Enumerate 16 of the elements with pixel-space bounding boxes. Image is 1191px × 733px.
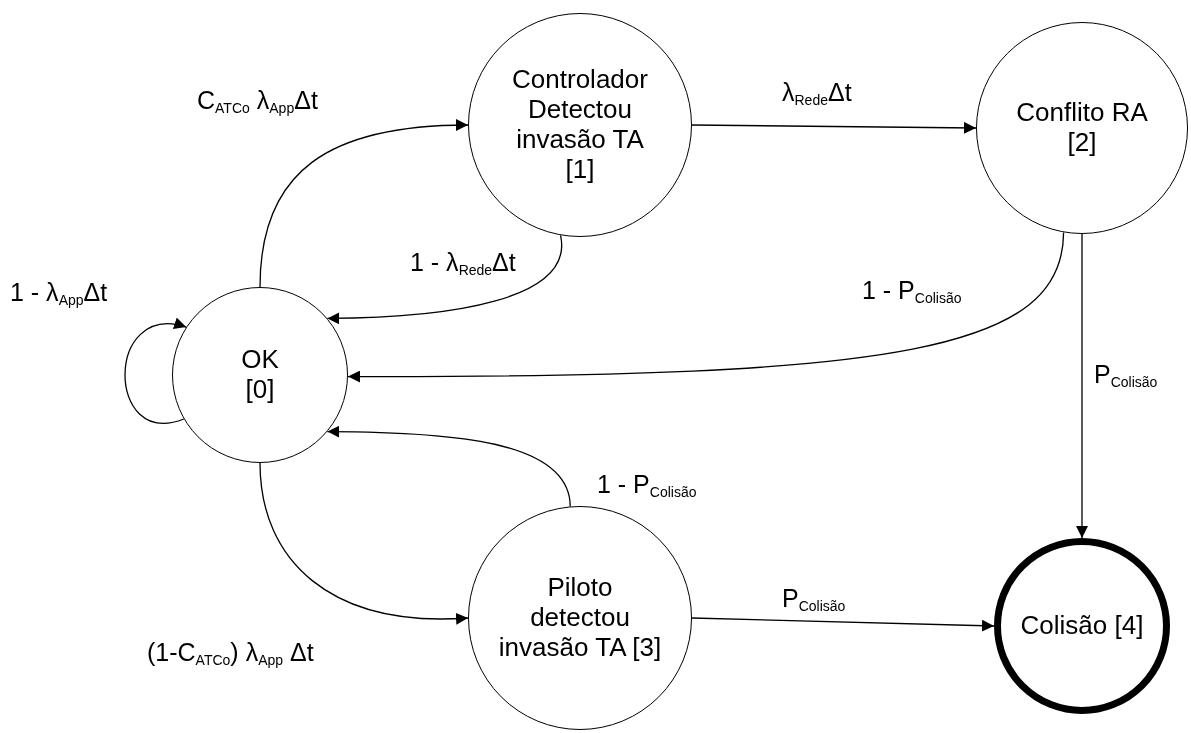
arrow: [1076, 233, 1088, 539]
state-label: Colisão [4]: [1019, 611, 1145, 641]
arrow: [259, 462, 469, 625]
edge-label: 1 - λ$_{Rede}$Δt: [408, 250, 518, 275]
arrow: [691, 121, 977, 134]
state-label: OK [0]: [240, 345, 280, 405]
edge-label: 1 - P$_{Colisão}$: [860, 278, 964, 303]
state-label: Controlador Detectou invasão TA [1]: [511, 65, 649, 185]
edge-label: λ$_{Rede}$Δt: [780, 80, 854, 105]
state-label: Piloto detectou invasão TA [3]: [497, 573, 663, 663]
arrow: [691, 617, 995, 632]
edge-label: 1 - P$_{Colisão}$: [595, 472, 699, 497]
arrow: [124, 319, 187, 424]
state-label: Conflito RA [2]: [1015, 98, 1149, 158]
arrow: [326, 425, 571, 508]
arrow: [259, 119, 469, 288]
